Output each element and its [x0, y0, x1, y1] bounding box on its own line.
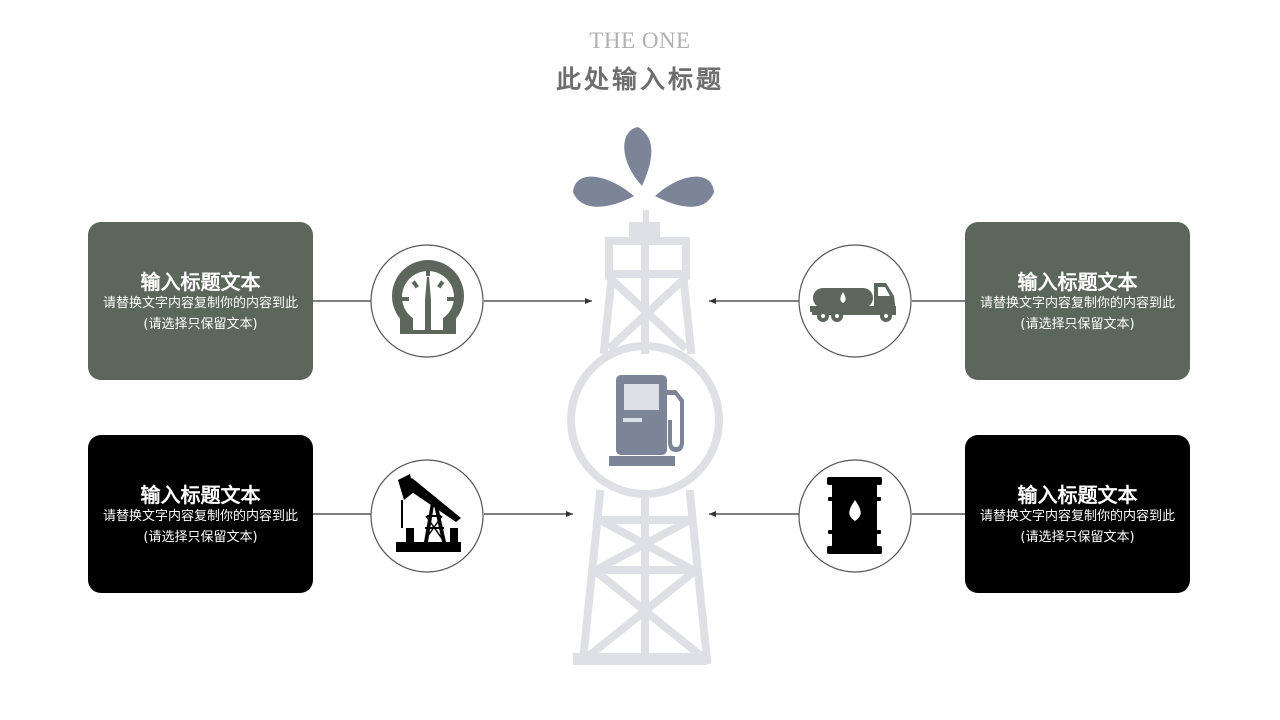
card-body-line: (请选择只保留文本) — [1020, 530, 1135, 545]
card-body-line: (请选择只保留文本) — [143, 317, 258, 332]
pumpjack-icon — [396, 474, 461, 552]
card-body: 请替换文字内容复制你的内容到此 (请选择只保留文本) — [85, 506, 316, 548]
oil-derrick-icon — [567, 210, 723, 665]
card-body-line: (请选择只保留文本) — [1020, 317, 1135, 332]
info-card-top-left: 输入标题文本 请替换文字内容复制你的内容到此 (请选择只保留文本) — [88, 222, 313, 380]
fuel-pump-icon — [609, 375, 684, 466]
card-body-line: (请选择只保留文本) — [143, 530, 258, 545]
card-title: 输入标题文本 — [1017, 483, 1138, 507]
card-body-line: 请替换文字内容复制你的内容到此 — [979, 296, 1175, 311]
header-subtitle: THE ONE — [589, 28, 691, 53]
card-body: 请替换文字内容复制你的内容到此 (请选择只保留文本) — [962, 293, 1193, 335]
info-card-bottom-left: 输入标题文本 请替换文字内容复制你的内容到此 (请选择只保留文本) — [88, 435, 313, 593]
oil-splash-icon — [573, 127, 714, 207]
tanker-truck-icon — [810, 283, 896, 322]
card-title: 输入标题文本 — [140, 483, 261, 507]
oil-barrel-icon — [827, 477, 882, 554]
card-body-line: 请替换文字内容复制你的内容到此 — [102, 296, 298, 311]
card-title: 输入标题文本 — [1017, 270, 1138, 294]
card-body-line: 请替换文字内容复制你的内容到此 — [102, 509, 298, 524]
page-title: 此处输入标题 — [555, 65, 724, 94]
info-card-top-right: 输入标题文本 请替换文字内容复制你的内容到此 (请选择只保留文本) — [965, 222, 1190, 380]
card-title: 输入标题文本 — [140, 270, 261, 294]
info-card-bottom-right: 输入标题文本 请替换文字内容复制你的内容到此 (请选择只保留文本) — [965, 435, 1190, 593]
card-body: 请替换文字内容复制你的内容到此 (请选择只保留文本) — [85, 293, 316, 335]
card-body: 请替换文字内容复制你的内容到此 (请选择只保留文本) — [962, 506, 1193, 548]
card-body-line: 请替换文字内容复制你的内容到此 — [979, 509, 1175, 524]
pressure-gauge-icon — [392, 260, 464, 334]
connector-lines — [313, 298, 965, 517]
